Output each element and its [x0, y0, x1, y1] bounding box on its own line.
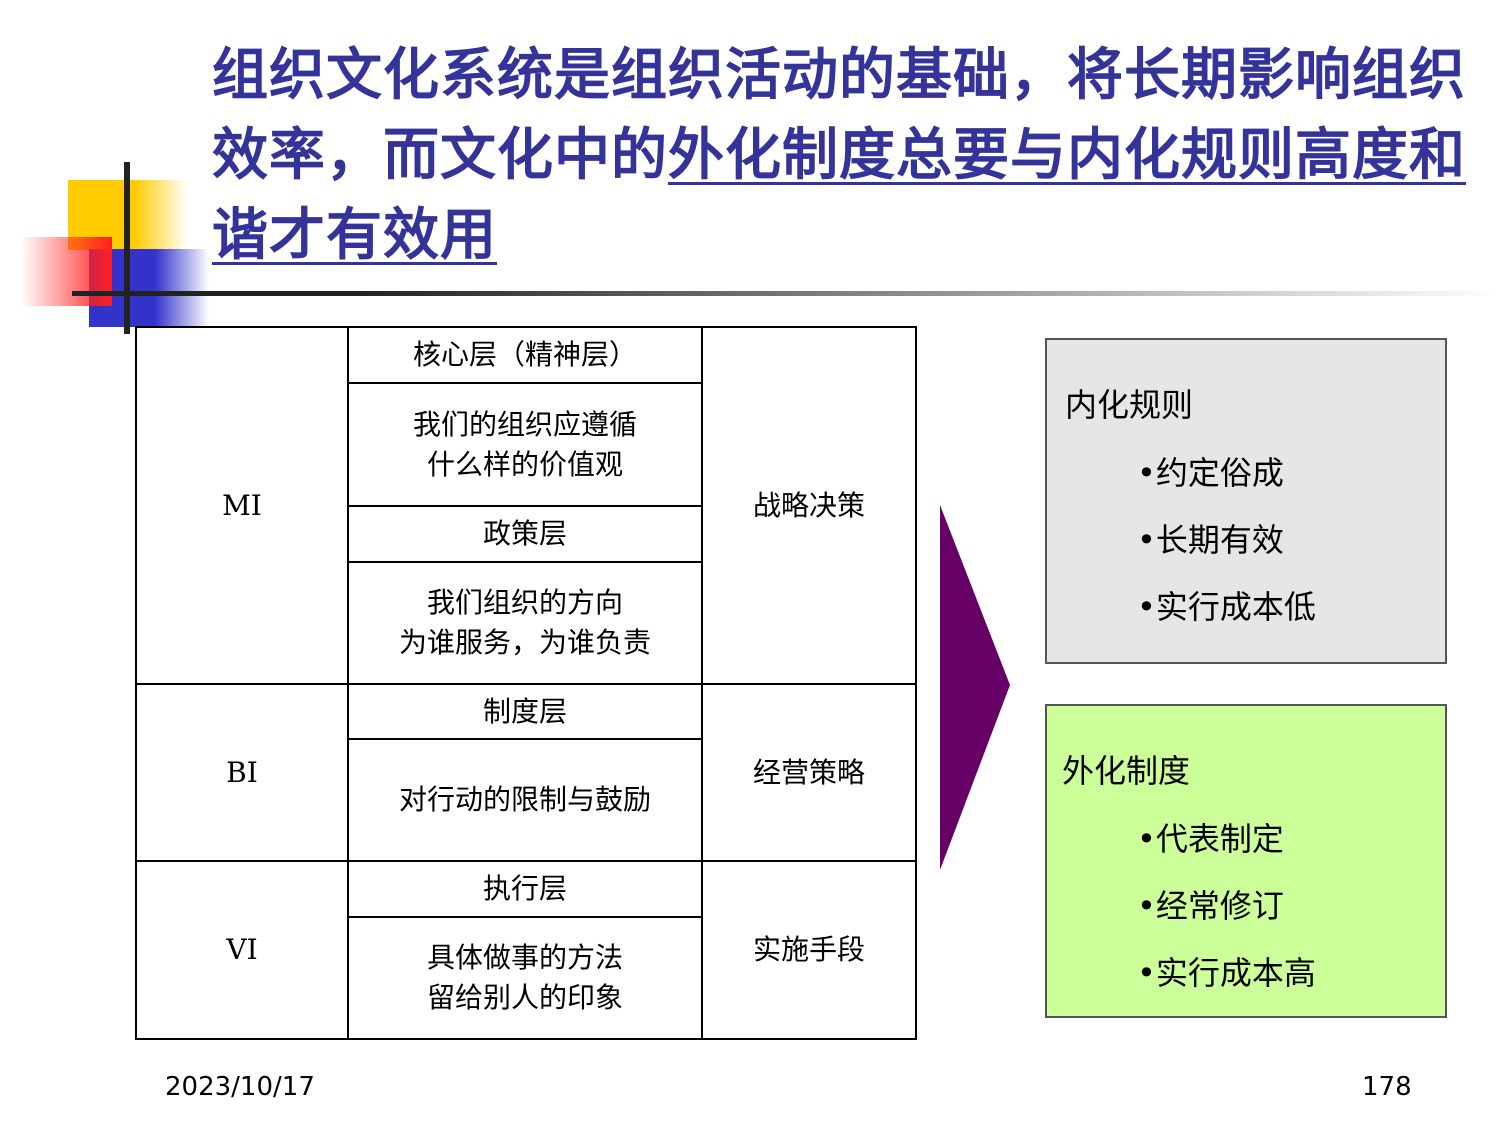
external-system-box: 外化制度 •代表制定 •经常修订 •实行成本高 [1045, 704, 1447, 1018]
list-item: •实行成本低 [1137, 588, 1316, 626]
cell-mi: MI [135, 326, 349, 685]
arrow-right-icon [940, 505, 1010, 870]
cell: 核心层（精神层） [347, 326, 703, 384]
slide-title: 组织文化系统是组织活动的基础，将长期影响组织效率，而文化中的外化制度总要与内化规… [212, 36, 1472, 276]
list-item: •实行成本高 [1137, 954, 1316, 992]
footer-date: 2023/10/17 [165, 1072, 315, 1102]
cell: 制度层 [347, 683, 703, 740]
box-title: 外化制度 [1062, 752, 1191, 790]
list-item: •长期有效 [1137, 521, 1284, 559]
cell-tactics: 经营策略 [701, 683, 917, 862]
title-text: 组织文化系统是组织活动的基础，将长期影响组织效率，而文化中的 [212, 43, 1466, 188]
cell-means: 实施手段 [701, 860, 917, 1040]
cell: 我们组织的方向 为谁服务，为谁负责 [347, 561, 703, 685]
page-number: 178 [1362, 1072, 1412, 1102]
cell: 对行动的限制与鼓励 [347, 738, 703, 862]
list-item: •经常修订 [1137, 887, 1284, 925]
decor-vertical-line [124, 162, 130, 334]
cell: 执行层 [347, 860, 703, 918]
cell: 我们的组织应遵循 什么样的价值观 [347, 382, 703, 507]
title-divider [72, 291, 1500, 296]
cell-bi: BI [135, 683, 349, 862]
list-item: •代表制定 [1137, 820, 1284, 858]
cell: 政策层 [347, 505, 703, 563]
internal-rules-box: 内化规则 •约定俗成 •长期有效 •实行成本低 [1045, 338, 1447, 664]
list-item: •约定俗成 [1137, 454, 1284, 492]
box-title: 内化规则 [1065, 386, 1194, 424]
cell: 具体做事的方法 留给别人的印象 [347, 916, 703, 1040]
title-underlined-text: 外化制度总要与内化规则高度和谐才有效用 [212, 123, 1466, 268]
cell-vi: VI [135, 860, 349, 1040]
cell-strategy: 战略决策 [701, 326, 917, 685]
